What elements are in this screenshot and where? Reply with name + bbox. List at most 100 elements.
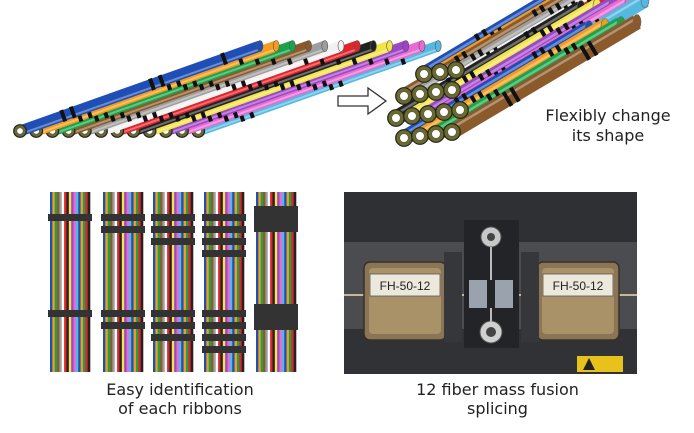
ribbon-stripe [54,192,58,372]
ribbon-stripe [277,192,280,372]
ribbon-stripe [52,192,55,372]
holder-label: FH-50-12 [553,279,604,293]
ribbon-stripe [225,192,228,372]
ribbon-stripe [50,192,53,372]
ribbon-marking-band [151,310,195,317]
fiber-tube [13,40,264,138]
identification-caption-line2: of each ribbons [118,399,242,418]
ribbon-stripe [213,192,217,372]
ribbon-stripe [75,192,79,372]
ribbon-stripe [281,192,285,372]
ribbon-stripe [178,192,182,372]
ribbon-stripe [160,192,163,372]
fiber-holder-right: FH-50-12 [536,261,620,341]
ribbon-stripe [208,192,212,372]
ribbon-marking-band [202,346,246,353]
ribbon-panel-2 [101,192,145,372]
ribbon-stripe [157,192,161,372]
ribbon-marking-band [101,226,145,233]
ribbon-stripe [107,192,111,372]
ribbon-stripe [85,192,88,372]
ribbon-stripe [121,192,125,372]
ribbon-stripe [190,192,194,372]
splice-electrodes [464,220,519,348]
bundled-fiber-tube [448,14,642,139]
ribbon-stripe [105,192,108,372]
ribbon-stripe [162,192,166,372]
ribbon-stripe [215,192,219,372]
ribbon-marking-band [202,238,246,245]
ribbon-stripe [181,192,184,372]
ribbon-stripe [270,192,273,372]
ribbon-stripe [220,192,224,372]
flexible-caption-line1: Flexibly change [545,106,671,125]
splicing-caption-line2: splicing [467,399,528,418]
ribbon-stripe [239,192,242,372]
ribbon-stripe [57,192,60,372]
ribbon-stripe [267,192,271,372]
flexible-caption-line2: its shape [571,126,645,145]
ribbon-stripe [71,192,74,372]
flexible-caption: Flexibly change its shape [532,106,684,146]
ribbon-stripe [140,192,144,372]
ribbon-stripe [279,192,283,372]
identification-caption: Easy identification of each ribbons [60,380,300,418]
ribbon-stripe [188,192,191,372]
arrow-icon [337,86,388,116]
ribbon-stripe [291,192,294,372]
ribbon-marking-band [151,238,195,245]
ribbon-marking-band [254,206,298,232]
ribbon-stripe [258,192,261,372]
ribbon-stripe [64,192,67,372]
ribbon-stripe [114,192,118,372]
ribbon-stripe [204,192,207,372]
ribbon-stripe [183,192,187,372]
ribbon-stripe [167,192,170,372]
ribbon-marking-band [48,214,92,221]
ribbon-stripe [73,192,77,372]
ribbon-stripe [229,192,233,372]
ribbon-stripe [82,192,86,372]
ribbon-stripe [293,192,297,372]
ribbon-marking-band [101,322,145,329]
ribbon-marking-band [202,334,246,341]
ribbon-stripe [171,192,175,372]
ribbon-stripe [234,192,238,372]
ribbon-stripe [68,192,72,372]
ribbon-marking-band [48,310,92,317]
ribbon-stripe [185,192,189,372]
ribbon-stripe [227,192,231,372]
ribbon-stripe [138,192,141,372]
ribbon-marking-band [254,304,298,330]
ribbon-stripe [265,192,269,372]
ribbon-stripe [103,192,106,372]
ribbon-stripe [232,192,235,372]
ribbon-stripe [133,192,137,372]
ribbon-marking-band [202,322,246,329]
ribbon-stripe [61,192,65,372]
ribbon-stripe [66,192,70,372]
ribbon-stripe [274,192,278,372]
ribbon-stripe [112,192,116,372]
ribbon-stripe [256,192,259,372]
ribbon-stripe [236,192,240,372]
ribbon-stripe [211,192,214,372]
ribbon-marking-band [202,310,246,317]
ribbon-marking-band [101,310,145,317]
ribbon-marking-band [151,214,195,221]
ribbon-marking-band [101,214,145,221]
ribbon-panel-4 [202,192,246,372]
ribbon-stripe [124,192,127,372]
ribbon-marking-band [202,250,246,257]
ribbon-stripe [176,192,180,372]
ribbon-stripe [174,192,177,372]
ribbon-marking-band [151,334,195,341]
ribbon-panel-1 [48,192,92,372]
ribbon-stripe [117,192,120,372]
ribbon-stripe [78,192,81,372]
ribbon-panel-5 [254,192,298,372]
ribbon-panel-3 [151,192,195,372]
